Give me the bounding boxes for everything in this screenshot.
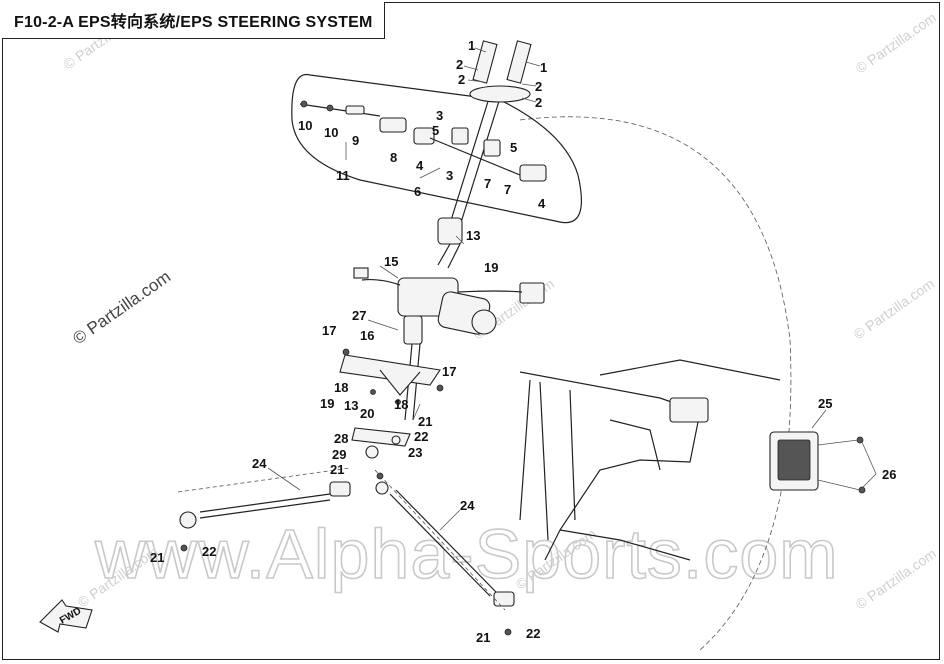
callout-11: 11 xyxy=(336,168,350,183)
callout-20: 20 xyxy=(360,406,374,421)
callout-9: 9 xyxy=(352,133,359,148)
mounting-bracket xyxy=(339,348,444,405)
svg-text:© Partzilla.com: © Partzilla.com xyxy=(853,545,939,612)
tie-rod-right xyxy=(374,469,515,636)
svg-text:© Partzilla.com: © Partzilla.com xyxy=(851,275,937,342)
callout-19-b: 19 xyxy=(320,396,334,411)
callout-7-a: 7 xyxy=(484,176,491,191)
eps-motor-assembly xyxy=(353,267,545,421)
callout-24-a: 24 xyxy=(252,456,267,471)
callout-3-b: 3 xyxy=(446,168,453,183)
callout-7-b: 7 xyxy=(504,182,511,197)
callout-18-a: 18 xyxy=(334,380,348,395)
callout-13-a: 13 xyxy=(466,228,480,243)
callout-21-d: 21 xyxy=(476,630,490,645)
callout-26: 26 xyxy=(882,467,896,482)
callout-15: 15 xyxy=(384,254,398,269)
eps-controller xyxy=(769,431,866,494)
callout-5-b: 5 xyxy=(510,140,517,155)
callout-13-b: 13 xyxy=(344,398,358,413)
callout-21-a: 21 xyxy=(418,414,432,429)
callout-4-a: 4 xyxy=(416,158,424,173)
callout-17-b: 17 xyxy=(442,364,456,379)
frame-boundary-arc xyxy=(519,116,792,651)
callout-2-b: 2 xyxy=(458,72,465,87)
callout-22-b: 22 xyxy=(202,544,216,559)
handlebar-group-outline xyxy=(291,74,582,224)
callout-1-a: 1 xyxy=(468,38,475,53)
partzilla-watermark-main: © Partzilla.com xyxy=(69,267,174,348)
callout-5-a: 5 xyxy=(432,123,439,138)
callout-25: 25 xyxy=(818,396,832,411)
callout-27: 27 xyxy=(352,308,366,323)
handlebar-parts xyxy=(299,100,547,182)
callout-22-c: 22 xyxy=(526,626,540,641)
callout-10-b: 10 xyxy=(324,125,338,140)
callout-16: 16 xyxy=(360,328,374,343)
fwd-arrow: FWD xyxy=(39,599,93,633)
callout-1-b: 1 xyxy=(540,60,547,75)
callout-23: 23 xyxy=(408,445,422,460)
steering-column xyxy=(437,40,532,269)
callout-22-a: 22 xyxy=(414,429,428,444)
vehicle-frame xyxy=(519,359,781,561)
callout-2-c: 2 xyxy=(535,79,542,94)
tie-rod-left xyxy=(177,467,351,552)
page-title: F10-2-A EPS转向系统/EPS STEERING SYSTEM xyxy=(14,14,373,31)
callout-17-a: 17 xyxy=(322,323,336,338)
callout-21-b: 21 xyxy=(330,462,344,477)
alpha-sports-watermark: www.Alpha-Sports.com xyxy=(94,515,839,593)
callout-labels: 1 1 2 2 2 2 3 3 4 4 5 5 6 7 7 8 9 10 10 … xyxy=(150,38,896,645)
callout-4-b: 4 xyxy=(538,196,546,211)
title-box: F10-2-A EPS转向系统/EPS STEERING SYSTEM xyxy=(2,2,386,39)
callout-19-a: 19 xyxy=(484,260,498,275)
callout-24-b: 24 xyxy=(460,498,475,513)
svg-text:© Partzilla.com: © Partzilla.com xyxy=(853,9,939,76)
callout-2-d: 2 xyxy=(535,95,542,110)
callout-29: 29 xyxy=(332,447,346,462)
callout-8: 8 xyxy=(390,150,397,165)
callout-21-c: 21 xyxy=(150,550,164,565)
callout-28: 28 xyxy=(334,431,348,446)
pitman-arm xyxy=(351,427,411,480)
callout-10-a: 10 xyxy=(298,118,312,133)
leader-lines xyxy=(267,47,877,531)
callout-18-b: 18 xyxy=(394,397,408,412)
callout-2-a: 2 xyxy=(456,57,463,72)
callout-3-a: 3 xyxy=(436,108,443,123)
callout-6: 6 xyxy=(414,184,421,199)
